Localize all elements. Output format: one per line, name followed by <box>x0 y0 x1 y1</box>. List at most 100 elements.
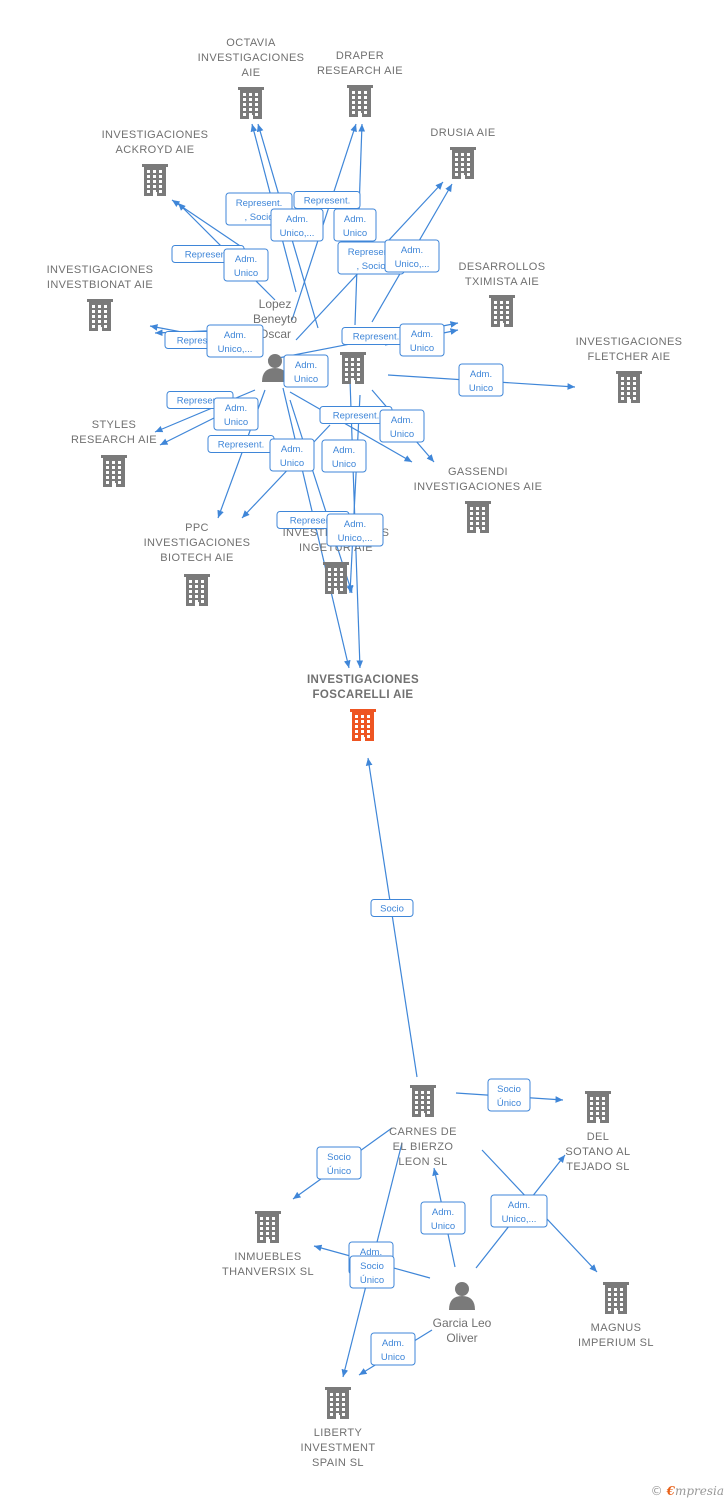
edge-label-text: Unico <box>294 374 318 385</box>
building-icon <box>323 562 349 594</box>
node-label-line: DEL <box>587 1131 610 1143</box>
edge-label-box <box>349 1255 395 1289</box>
copyright-symbol: © <box>650 1484 663 1498</box>
node-label-line: INVESTIGACIONES <box>198 52 305 64</box>
relation-edge-23 <box>365 757 418 1078</box>
edge-label-1[interactable]: Represent. <box>293 191 361 209</box>
edge-labels-layer: Represent., SocioRepresent.Adm.Unico,...… <box>164 191 548 1366</box>
node-draper[interactable]: DRAPER RESEARCH AIE <box>317 50 403 117</box>
edge-label-26[interactable]: Adm.Unico <box>420 1201 466 1235</box>
edge-label-box <box>223 248 269 282</box>
edge-label-box <box>379 409 425 443</box>
edge-label-box <box>384 239 440 273</box>
edge-label-text: Adm. <box>344 519 366 530</box>
edge-label-15[interactable]: Adm.Unico <box>213 397 259 431</box>
node-drusia[interactable]: DRUSIA AIE <box>430 127 495 179</box>
node-label-line: RESEARCH AIE <box>317 65 403 77</box>
node-label-line: TXIMISTA AIE <box>465 276 539 288</box>
edge-label-text: Represent. <box>333 411 379 422</box>
edge-label-box <box>283 354 329 388</box>
edge-label-18[interactable]: Represent. <box>207 435 275 453</box>
node-label-line: CARNES DE <box>389 1126 457 1138</box>
building-icon <box>340 352 366 384</box>
node-label-line: DRAPER <box>336 50 384 62</box>
edge-label-text: Único <box>360 1275 384 1286</box>
edge-label-17[interactable]: Adm.Unico <box>379 409 425 443</box>
edge-label-30[interactable]: Adm.Unico <box>370 1332 416 1366</box>
node-label-line: INVESTIGACIONES <box>307 674 419 686</box>
edge-label-text: Unico <box>343 228 367 239</box>
node-label-line: MAGNUS <box>591 1322 642 1334</box>
node-label-line: TEJADO SL <box>566 1161 630 1173</box>
edge-label-text: Adm. <box>235 254 257 265</box>
edge-label-box <box>399 323 445 357</box>
edge-label-12[interactable]: Adm. Unico <box>283 354 329 388</box>
edge-label-box <box>370 899 414 917</box>
building-icon <box>325 1387 351 1419</box>
node-label-line: PPC <box>185 522 209 534</box>
edge-label-27[interactable]: Adm.Unico,... <box>490 1194 548 1228</box>
edge-label-5[interactable]: Adm.Unico <box>223 248 269 282</box>
edge-label-7[interactable]: Adm.Unico,... <box>384 239 440 273</box>
relation-edge-13 <box>154 389 256 433</box>
node-label-line: DESARROLLOS <box>459 261 546 273</box>
edge-label-23[interactable]: Socio <box>370 899 414 917</box>
edge-label-text: Adm. <box>295 360 317 371</box>
edge-label-text: Socio <box>497 1084 521 1095</box>
node-label-line: Lopez <box>259 297 292 311</box>
edge-label-text: Represent. <box>185 250 231 261</box>
edge-label-text: Adm. <box>224 330 246 341</box>
edge-label-2[interactable]: Adm.Unico,... <box>270 208 324 242</box>
building-icon <box>142 164 168 196</box>
edge-label-text: Adm. <box>344 214 366 225</box>
building-icon <box>101 455 127 487</box>
node-label-line: ACKROYD AIE <box>116 144 195 156</box>
building-icon <box>255 1211 281 1243</box>
node-label-line: Oscar <box>259 327 291 341</box>
edge-label-text: Adm. <box>401 245 423 256</box>
edge-label-20[interactable]: Adm.Unico <box>321 439 367 473</box>
building-icon <box>616 371 642 403</box>
edge-label-13[interactable]: Adm.Unico <box>458 363 504 397</box>
edge-label-19[interactable]: Adm.Unico <box>269 438 315 472</box>
edge-label-11[interactable]: Adm.Unico <box>399 323 445 357</box>
building-icon <box>410 1085 436 1117</box>
edge-label-9[interactable]: Adm.Unico,... <box>206 324 264 358</box>
node-label-line: RESEARCH AIE <box>71 434 157 446</box>
edge-label-box <box>293 191 361 209</box>
node-label-line: BIOTECH AIE <box>160 552 233 564</box>
edge-label-text: Único <box>497 1098 521 1109</box>
edge-label-text: Adm. <box>470 369 492 380</box>
edge-label-3[interactable]: Adm. Unico <box>333 208 377 242</box>
empresia-footer[interactable]: ©€mpresia <box>651 1484 724 1498</box>
edge-label-22[interactable]: Adm. Unico,... <box>326 513 384 547</box>
edge-label-text: Unico,... <box>338 533 373 544</box>
edges-layer <box>149 123 598 1378</box>
edge-label-box <box>420 1201 466 1235</box>
edge-label-text: Socio <box>360 1261 384 1272</box>
node-label-line: FLETCHER AIE <box>587 351 670 363</box>
node-desarrollos[interactable]: DESARROLLOS TXIMISTA AIE <box>459 261 546 327</box>
edge-label-text: Unico <box>332 459 356 470</box>
edge-label-text: Unico <box>224 417 248 428</box>
relation-edge-15 <box>289 391 413 463</box>
